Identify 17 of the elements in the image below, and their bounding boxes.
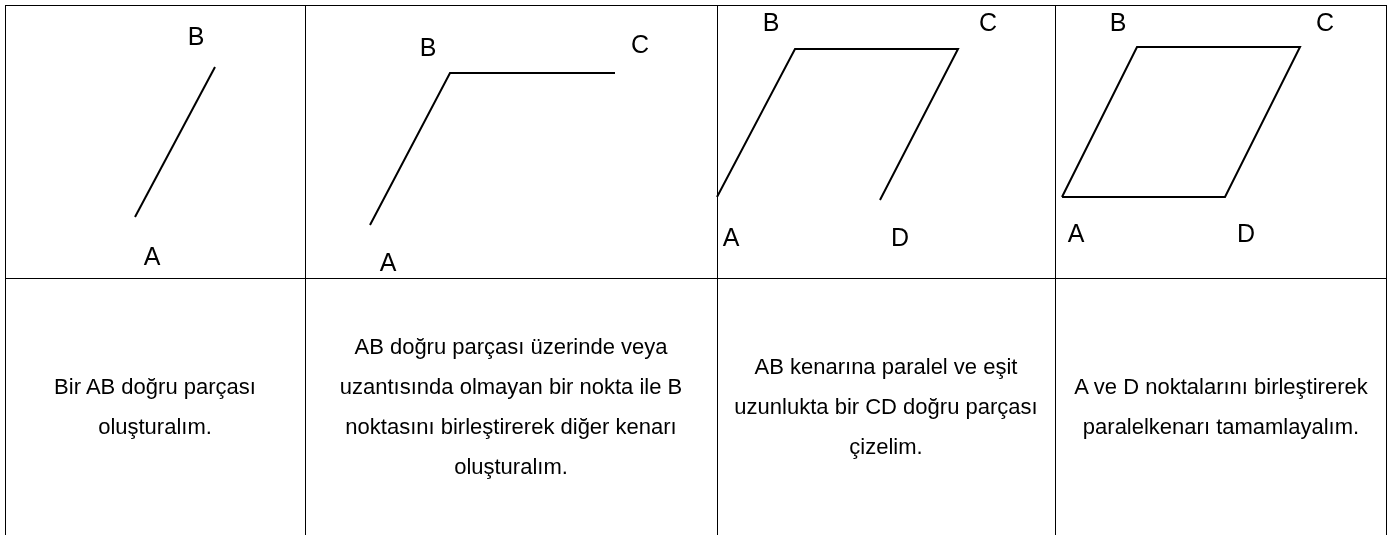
point-label: C	[978, 9, 998, 35]
step-description: AB doğru parçası üzerinde veya uzantısında olmayan bir nokta ile B noktasını birleştirerek diğer kenarı oluşturalım.	[338, 333, 684, 481]
point-label: A	[379, 249, 397, 275]
point-label: C	[1315, 9, 1335, 35]
step-description: Bir AB doğru parçası oluşturalım.	[53, 373, 257, 441]
point-label: D	[890, 224, 910, 250]
point-label: B	[762, 9, 780, 35]
step-description: AB kenarına paralel ve eşit uzunlukta bir CD doğru parçası çizelim.	[733, 353, 1039, 461]
point-label: D	[1236, 220, 1256, 246]
point-label: B	[1109, 9, 1127, 35]
point-label: B	[419, 34, 437, 60]
step-description: A ve D noktalarını birleştirerek paralelkenarı tamamlayalım.	[1073, 373, 1369, 441]
point-label: A	[1067, 220, 1085, 246]
point-label: A	[722, 224, 740, 250]
point-label: C	[630, 31, 650, 57]
point-label: A	[143, 243, 161, 269]
point-label: B	[187, 23, 205, 49]
